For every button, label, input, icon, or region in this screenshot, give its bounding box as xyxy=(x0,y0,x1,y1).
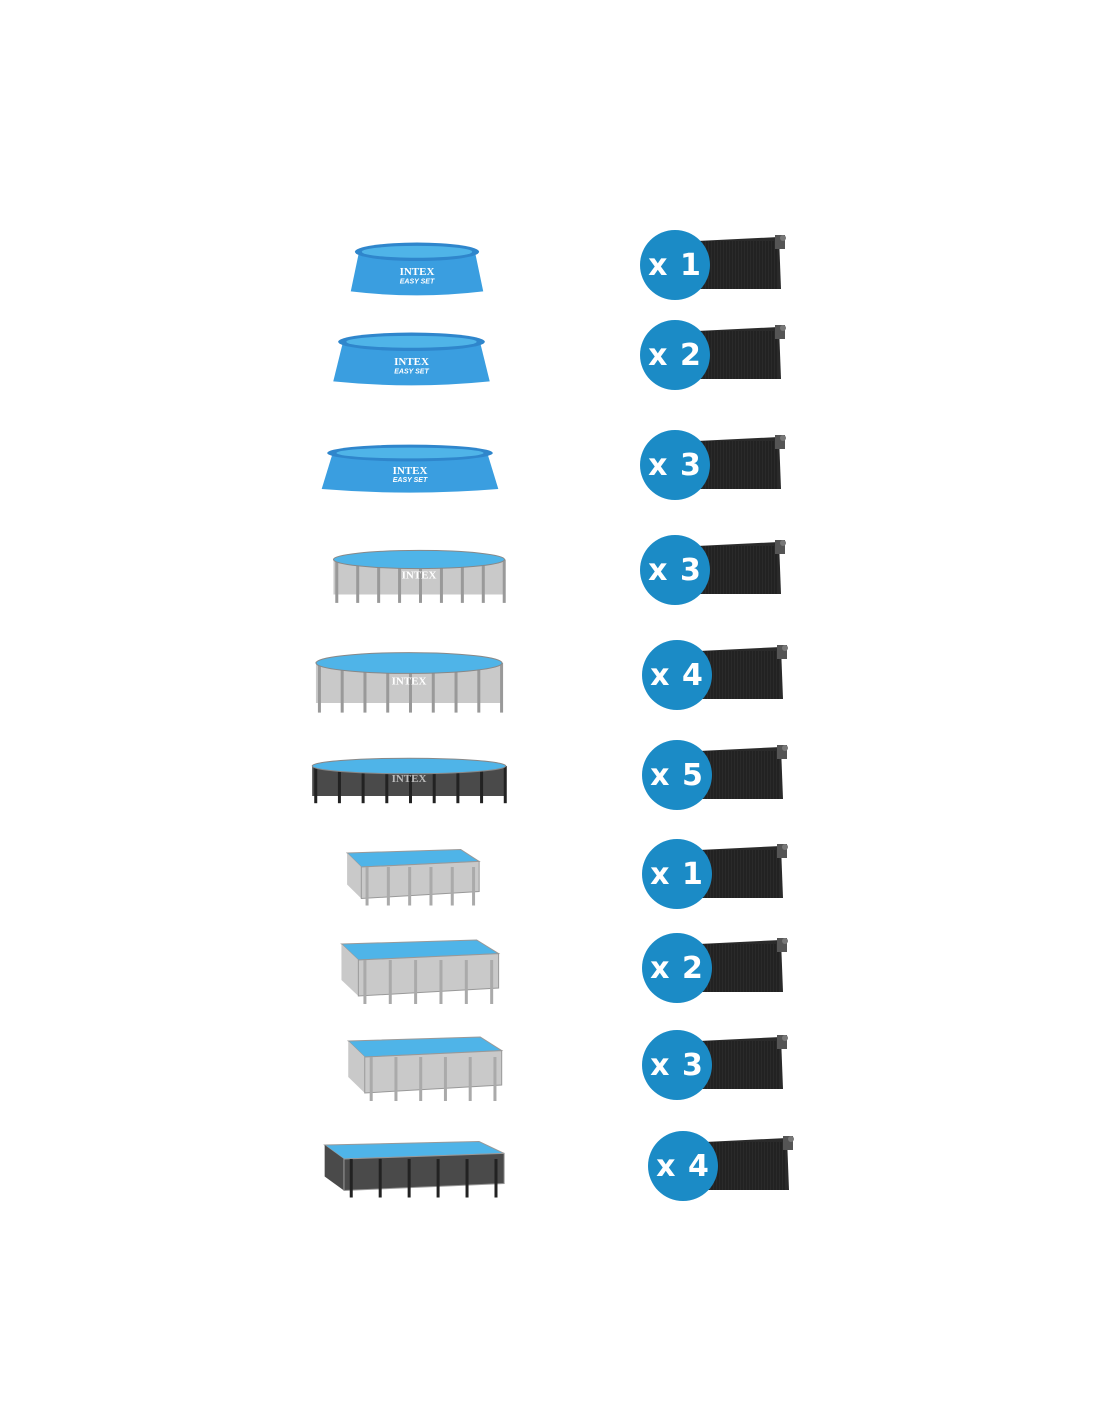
prism-frame-rectangular-small-pool-image xyxy=(345,848,481,906)
pool-row: INTEX x 5 xyxy=(0,725,1100,825)
solar-heater-mat-icon xyxy=(699,1035,788,1089)
prism-frame-round-large-pool-image: INTEX xyxy=(315,652,504,713)
heater-count-badge: x 5 xyxy=(642,740,712,810)
brand-logo: INTEX xyxy=(392,676,427,688)
solar-heater-mat-icon xyxy=(699,938,788,992)
pool-row: x 2 xyxy=(0,918,1100,1018)
heater-count-badge: x 4 xyxy=(642,640,712,710)
ultra-xtr-round-dark-pool-image: INTEX xyxy=(311,757,507,804)
pool-row: x 4 xyxy=(0,1116,1100,1216)
pool-row: INTEX x 4 xyxy=(0,625,1100,725)
brand-sub: EASY SET xyxy=(400,278,435,285)
solar-heater-mat-icon xyxy=(705,1136,794,1190)
brand-sub: EASY SET xyxy=(394,368,429,375)
brand-logo: INTEX xyxy=(393,465,428,477)
solar-heater-mat-icon xyxy=(697,325,786,379)
heater-count-badge: x 4 xyxy=(648,1131,718,1201)
solar-heater-mat-icon xyxy=(699,745,788,799)
brand-logo: INTEX xyxy=(402,569,437,581)
pool-row: INTEX x 3 xyxy=(0,520,1100,620)
heater-count-badge: x 3 xyxy=(640,535,710,605)
pool-row: x 3 xyxy=(0,1015,1100,1115)
brand-logo: INTEX xyxy=(392,773,427,785)
heater-count-badge: x 1 xyxy=(642,839,712,909)
ultra-xtr-rectangular-dark-pool-image xyxy=(323,1140,505,1198)
prism-frame-rectangular-pool-image xyxy=(340,939,501,1004)
prism-frame-oval-pool-image xyxy=(347,1036,504,1101)
heater-count-badge: x 3 xyxy=(642,1030,712,1100)
heater-count-badge: x 1 xyxy=(640,230,710,300)
brand-sub: EASY SET xyxy=(393,477,428,484)
pool-row: x 1 xyxy=(0,824,1100,924)
brand-logo: INTEX xyxy=(394,356,429,368)
prism-frame-round-pool-image: INTEX xyxy=(332,549,506,603)
solar-heater-mat-icon xyxy=(699,844,788,898)
heater-count-badge: x 3 xyxy=(640,430,710,500)
heater-count-badge: x 2 xyxy=(642,933,712,1003)
heater-count-badge: x 2 xyxy=(640,320,710,390)
brand-logo: INTEX xyxy=(400,266,435,278)
